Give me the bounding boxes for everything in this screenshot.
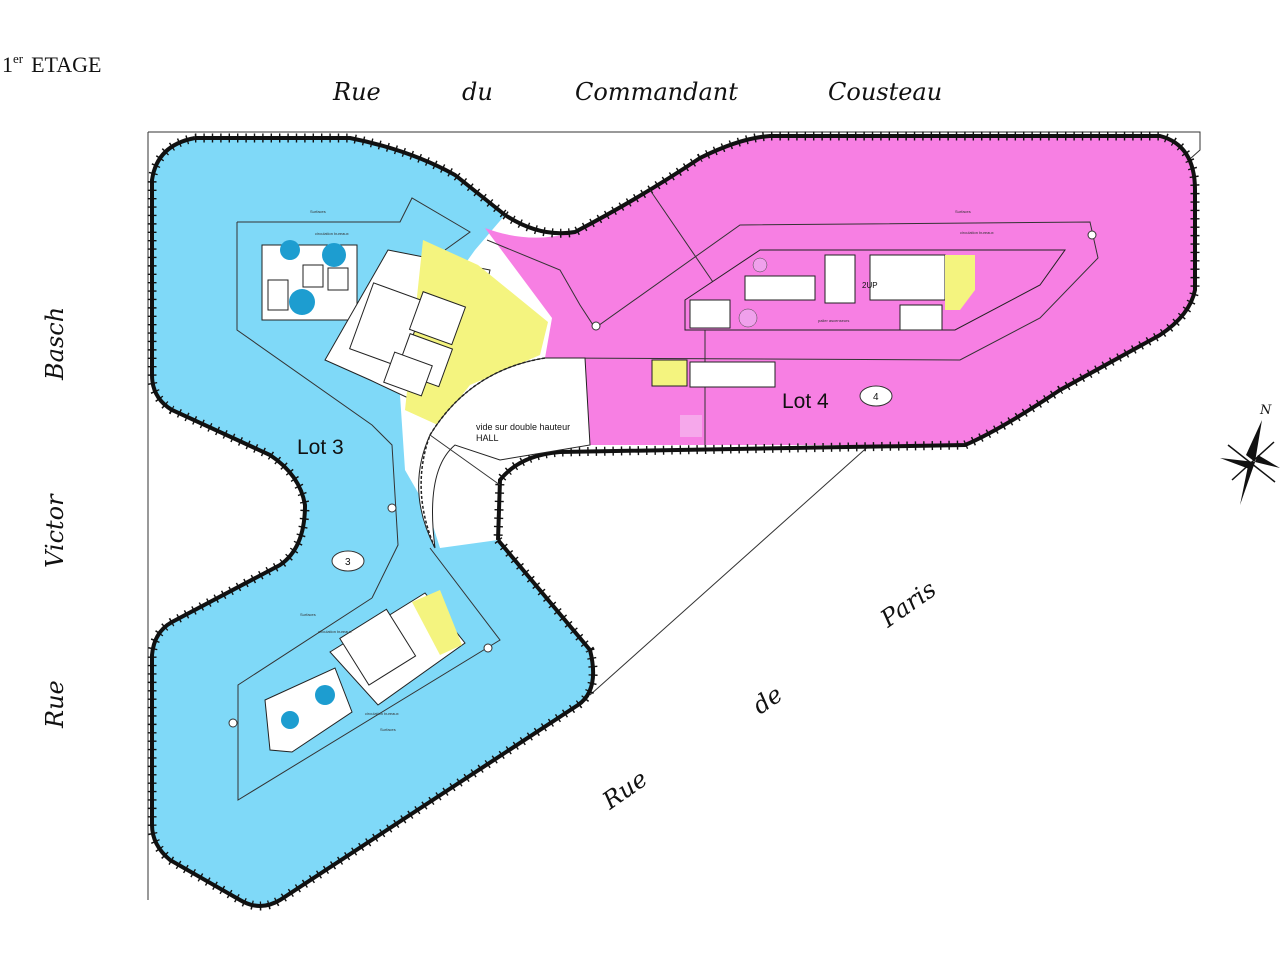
svg-text:Surfaces: Surfaces: [380, 727, 396, 732]
street-west: Rue Victor Basch: [41, 307, 69, 729]
lift: [383, 351, 433, 397]
hall-arc: [420, 357, 546, 549]
lot-3-column: [387, 503, 397, 513]
street-north: Rue du Commandant Cousteau: [332, 78, 942, 106]
lot-3-column: [228, 718, 238, 728]
lot-4-facade-mullions: [493, 131, 1200, 541]
floor-title: 1er ETAGE: [2, 51, 101, 77]
compass-rose-icon: N: [1220, 403, 1280, 505]
lot-3-circulation-line-south: [237, 547, 501, 801]
lot-4-highlight-square: [680, 415, 702, 437]
lot-4-badge: [859, 385, 893, 407]
lot-4-separation-line: [649, 189, 716, 286]
street-west-word: Victor: [41, 493, 69, 568]
lot-3-south-stair-core: [264, 590, 466, 753]
core-2up-label: 2UP: [862, 281, 878, 290]
svg-text:Surfaces: Surfaces: [310, 209, 326, 214]
street-north-word: Cousteau: [828, 78, 942, 106]
lot-3-circulation-line-north: [236, 197, 471, 599]
street-north-word: du: [462, 78, 493, 106]
hall-label-line1: vide sur double hauteur: [476, 422, 570, 432]
hall-edge: [429, 434, 501, 486]
svg-text:circulation bureaux: circulation bureaux: [318, 629, 352, 634]
lot-4-zone: 2UP Surfaces circulation bureaux palier …: [485, 131, 1200, 541]
floor-superscript: er: [13, 51, 24, 66]
lift: [408, 291, 467, 346]
svg-text:palier ascenseurs: palier ascenseurs: [818, 318, 849, 323]
lot-3-sanitary-core: [261, 240, 358, 321]
compass-north-label: N: [1259, 403, 1272, 418]
lot-4-column: [591, 321, 601, 331]
lot-4-south-stair: [651, 359, 776, 388]
svg-text:circulation bureaux: circulation bureaux: [960, 230, 994, 235]
lot-4-badge-number: 4: [873, 392, 879, 403]
lot-3-main-stair-core: [324, 240, 548, 425]
lot-4-column: [1087, 230, 1097, 240]
floor-word: ETAGE: [31, 52, 101, 77]
lot-4-circulation-line: [486, 221, 1099, 361]
svg-text:circulation bureaux: circulation bureaux: [365, 711, 399, 716]
lot-4-stair-core: 2UP: [862, 254, 975, 310]
street-south: Rue de Paris: [597, 575, 942, 815]
floor-number: 1: [2, 52, 13, 77]
svg-text:circulation bureaux: circulation bureaux: [315, 231, 349, 236]
lot-3-zone: Surfaces circulation bureaux Surfaces ci…: [147, 133, 598, 911]
street-south-word: de: [747, 680, 787, 720]
svg-text:Surfaces: Surfaces: [955, 209, 971, 214]
lot-4-label: Lot 4: [782, 390, 829, 413]
street-south-word: Paris: [875, 575, 942, 633]
lot-3-facade-mullions: [147, 133, 598, 911]
lot-3-badge: [331, 550, 365, 572]
street-south-word: Rue: [597, 765, 653, 816]
svg-text:Surfaces: Surfaces: [300, 612, 316, 617]
street-west-word: Basch: [41, 307, 69, 381]
hall-void: [418, 357, 591, 549]
lot-3-column: [483, 643, 493, 653]
lot-3-badge-number: 3: [345, 557, 351, 568]
lot-3-label: Lot 3: [297, 436, 344, 459]
street-north-word: Commandant: [575, 78, 738, 106]
hall-label-line2: HALL: [476, 433, 499, 443]
street-west-word: Rue: [41, 680, 69, 729]
street-north-word: Rue: [332, 78, 381, 106]
lot-3-floor-area: [152, 138, 594, 906]
